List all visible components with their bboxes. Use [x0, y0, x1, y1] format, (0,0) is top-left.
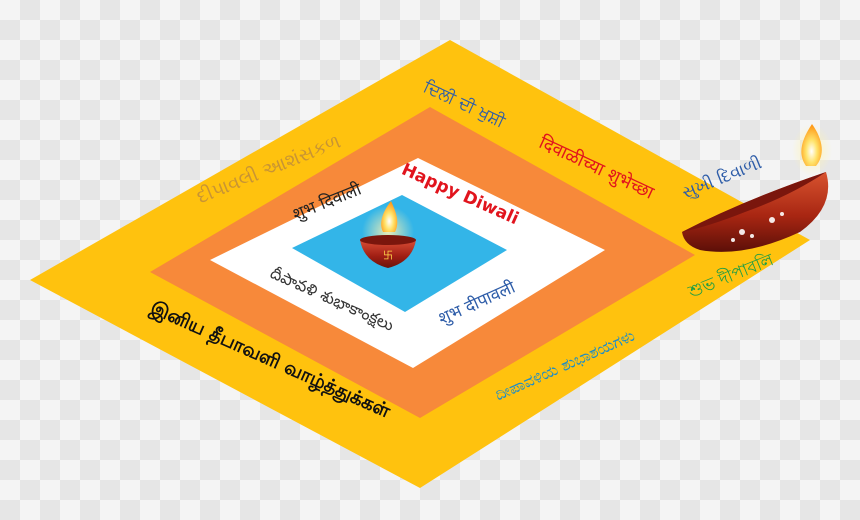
svg-text:卐: 卐 [383, 250, 393, 262]
big-diya-icon [682, 124, 832, 252]
center-diya-icon: 卐 [360, 201, 416, 268]
